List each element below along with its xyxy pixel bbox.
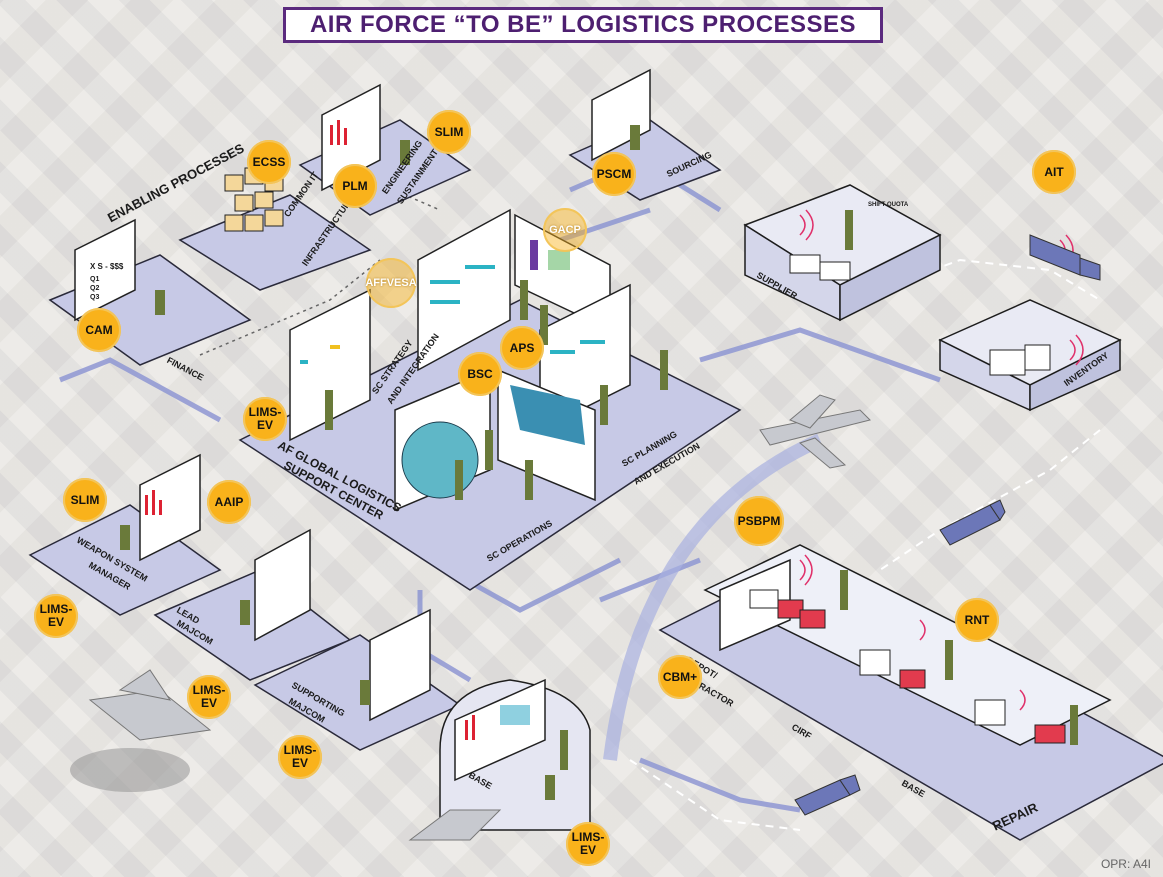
aaip-badge: AAIP [207,480,251,524]
lims-ev-left-badge: LIMS- EV [34,594,78,638]
wsm-platform [28,504,222,616]
equipment [224,167,1066,744]
plm-badge: PLM [333,164,377,208]
board-q3: Q3 [90,294,100,301]
ecss-badge: ECSS [247,140,291,184]
shift-quota-text: SHIFT QUOTA [868,202,909,208]
slim-wsm-badge: SLIM [63,478,107,522]
opr-footer: OPR: A4I [1100,857,1151,871]
psbpm-badge: PSBPM [734,496,784,546]
ait-badge: AIT [1032,150,1076,194]
trucks [794,234,1101,816]
pscm-badge: PSCM [592,152,636,196]
cbm-plus-badge: CBM+ [658,655,702,699]
dotted-connectors [199,179,441,356]
affvesa-badge: AFFVESA [365,258,417,308]
page-title: AIR FORCE “TO BE” LOGISTICS PROCESSES [283,7,883,43]
board-q2: Q2 [90,285,100,292]
gacp-badge: GACP [543,208,587,252]
aircraft [88,394,871,841]
personnel [120,125,1078,800]
bsc-badge: BSC [458,352,502,396]
slim-top-badge: SLIM [427,110,471,154]
lims-ev-bottom-badge: LIMS- EV [566,822,610,866]
lims-ev-center-badge: LIMS- EV [243,397,287,441]
lims-ev-lower-badge: LIMS- EV [278,735,322,779]
lims-ev-mid-badge: LIMS- EV [187,675,231,719]
aps-badge: APS [500,326,544,370]
board-q1: Q1 [90,276,100,283]
rnt-badge: RNT [955,598,999,642]
finance-board-text: X S - $$$ [90,262,124,271]
supply-arc [603,433,823,761]
cam-badge: CAM [77,308,121,352]
jet-shadow [70,748,190,792]
whiteboard-bars [145,120,605,740]
